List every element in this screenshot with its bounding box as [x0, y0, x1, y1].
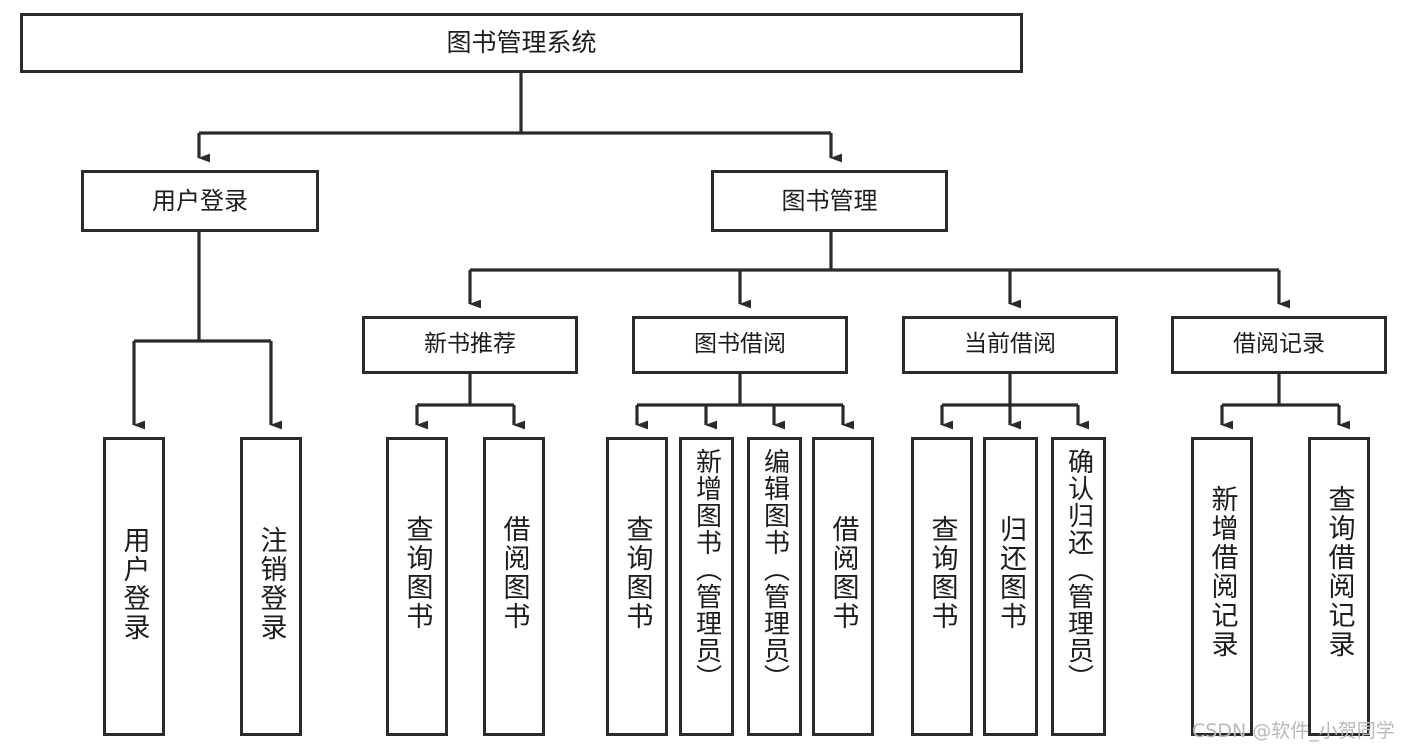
node-leaf-borrow-book-2-label: 借阅图书	[827, 515, 859, 631]
node-leaf-logout-login[interactable]: 注销登录	[240, 437, 302, 736]
node-root-label: 图书管理系统	[446, 28, 597, 58]
node-root-system[interactable]: 图书管理系统	[20, 13, 1023, 73]
node-book-management[interactable]: 图书管理	[711, 170, 948, 232]
node-book-management-label: 图书管理	[781, 186, 878, 215]
node-user-login[interactable]: 用户登录	[81, 170, 319, 232]
node-book-borrow-label: 图书借阅	[694, 331, 786, 358]
node-leaf-query-book-1-label: 查询图书	[401, 515, 433, 631]
node-leaf-query-book-2[interactable]: 查询图书	[606, 437, 668, 736]
node-leaf-add-book[interactable]: 新增图书（管理员）	[679, 437, 734, 736]
node-borrow-record[interactable]: 借阅记录	[1171, 316, 1387, 374]
node-leaf-user-login-label: 用户登录	[118, 526, 150, 642]
node-borrow-record-label: 借阅记录	[1233, 331, 1325, 358]
node-leaf-logout-login-label: 注销登录	[255, 526, 287, 642]
node-new-book-recommend-label: 新书推荐	[424, 331, 516, 358]
node-leaf-edit-book-label: 编辑图书（管理员）	[759, 448, 790, 691]
node-leaf-return-book-label: 归还图书	[995, 515, 1026, 631]
node-book-borrow[interactable]: 图书借阅	[632, 316, 848, 374]
node-leaf-borrow-book-1[interactable]: 借阅图书	[483, 437, 545, 736]
node-leaf-query-book-1[interactable]: 查询图书	[386, 437, 448, 736]
watermark-credit: CSDN @软件_小贺同学	[1192, 720, 1395, 742]
node-leaf-query-record[interactable]: 查询借阅记录	[1308, 437, 1370, 736]
node-leaf-add-record[interactable]: 新增借阅记录	[1191, 437, 1253, 736]
node-leaf-confirm-return[interactable]: 确认归还（管理员）	[1051, 437, 1106, 736]
node-current-borrow[interactable]: 当前借阅	[902, 316, 1118, 374]
node-leaf-confirm-return-label: 确认归还（管理员）	[1063, 448, 1094, 691]
node-leaf-add-book-label: 新增图书（管理员）	[691, 448, 722, 691]
node-leaf-query-book-3[interactable]: 查询图书	[911, 437, 973, 736]
node-leaf-return-book[interactable]: 归还图书	[983, 437, 1038, 736]
node-leaf-query-book-3-label: 查询图书	[926, 515, 958, 631]
node-leaf-add-record-label: 新增借阅记录	[1206, 485, 1238, 659]
node-user-login-label: 用户登录	[152, 186, 248, 215]
node-leaf-borrow-book-2[interactable]: 借阅图书	[812, 437, 874, 736]
node-current-borrow-label: 当前借阅	[964, 331, 1056, 358]
node-leaf-query-record-label: 查询借阅记录	[1323, 485, 1355, 659]
node-leaf-borrow-book-1-label: 借阅图书	[498, 515, 530, 631]
node-leaf-user-login[interactable]: 用户登录	[103, 437, 165, 736]
node-leaf-query-book-2-label: 查询图书	[621, 515, 653, 631]
node-leaf-edit-book[interactable]: 编辑图书（管理员）	[747, 437, 802, 736]
node-new-book-recommend[interactable]: 新书推荐	[362, 316, 578, 374]
